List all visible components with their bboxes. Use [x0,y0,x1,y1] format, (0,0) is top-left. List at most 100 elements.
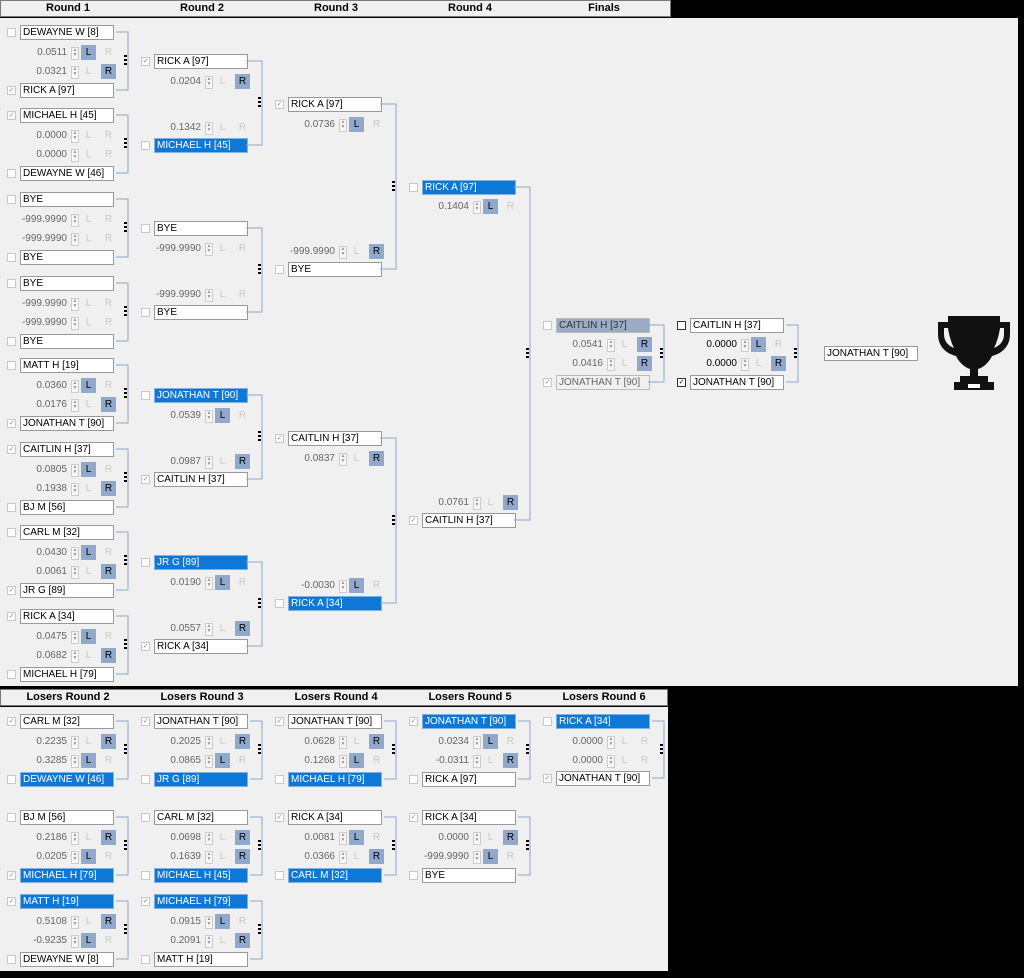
score-spinner[interactable]: ▲▼ [339,755,347,768]
right-pick-button[interactable]: R [104,149,113,160]
score-value-field[interactable]: 0.0000 [706,339,737,350]
right-pick-button[interactable]: R [369,244,384,259]
right-pick-button[interactable]: R [637,356,652,371]
winner-checkbox[interactable] [409,183,418,192]
right-pick-button[interactable]: R [101,648,116,663]
left-pick-button[interactable]: L [483,199,498,214]
score-spinner[interactable]: ▲▼ [205,289,213,302]
team-name-field[interactable]: MICHAEL H [79] [154,894,248,909]
left-pick-button[interactable]: L [483,849,498,864]
team-name-field[interactable]: JONATHAN T [90] [422,714,516,729]
match-menu-icon[interactable] [391,514,395,527]
score-value-field[interactable]: 0.0805 [36,464,67,475]
left-pick-button[interactable]: L [85,399,92,410]
right-pick-button[interactable]: R [238,122,247,133]
left-pick-button[interactable]: L [353,851,360,862]
winner-checkbox[interactable] [7,253,16,262]
winner-checkbox[interactable]: ✓ [141,897,150,906]
team-name-field[interactable]: MATT H [19] [20,358,114,373]
team-name-field[interactable]: RICK A [34] [154,639,248,654]
match-menu-icon[interactable] [391,744,395,756]
right-pick-button[interactable]: R [235,621,250,636]
left-pick-button[interactable]: L [219,122,226,133]
left-pick-button[interactable]: L [487,497,494,508]
team-name-field[interactable]: BYE [288,262,382,277]
left-pick-button[interactable]: L [483,734,498,749]
right-pick-button[interactable]: R [372,119,381,130]
match-menu-icon[interactable] [391,840,395,852]
score-spinner[interactable]: ▲▼ [339,453,347,466]
score-spinner[interactable]: ▲▼ [339,246,347,259]
score-value-field[interactable]: 0.2025 [170,736,201,747]
left-pick-button[interactable]: L [621,339,628,350]
team-name-field[interactable]: BYE [154,305,248,320]
team-name-field[interactable]: JR G [89] [154,555,248,570]
score-spinner[interactable]: ▲▼ [205,832,213,845]
winner-checkbox[interactable]: ✓ [275,434,284,443]
left-pick-button[interactable]: L [215,408,230,423]
left-pick-button[interactable]: L [81,462,96,477]
right-pick-button[interactable]: R [637,337,652,352]
score-spinner[interactable]: ▲▼ [71,916,79,929]
left-pick-button[interactable]: L [85,149,92,160]
left-pick-button[interactable]: L [85,66,92,77]
team-name-field[interactable]: MATT H [19] [20,894,114,909]
match-menu-icon[interactable] [123,555,127,567]
team-name-field[interactable]: JONATHAN T [90] [690,375,784,390]
right-pick-button[interactable]: R [503,753,518,768]
winner-checkbox[interactable] [677,321,686,330]
score-value-field[interactable]: -999.9990 [423,851,469,862]
left-pick-button[interactable]: L [349,117,364,132]
score-value-field[interactable]: 0.5108 [36,916,67,927]
score-spinner[interactable]: ▲▼ [339,832,347,845]
right-pick-button[interactable]: R [235,454,250,469]
team-name-field[interactable]: DEWAYNE W [8] [20,25,114,40]
team-name-field[interactable]: CARL M [32] [20,714,114,729]
score-spinner[interactable]: ▲▼ [473,851,481,864]
winner-checkbox[interactable] [141,813,150,822]
team-name-field[interactable]: JONATHAN T [90] [556,375,650,390]
score-spinner[interactable]: ▲▼ [71,566,79,579]
left-pick-button[interactable]: L [353,246,360,257]
team-name-field[interactable]: CAITLIN H [37] [20,442,114,457]
left-pick-button[interactable]: L [755,358,762,369]
left-pick-button[interactable]: L [219,851,226,862]
score-spinner[interactable]: ▲▼ [339,580,347,593]
score-spinner[interactable]: ▲▼ [71,464,79,477]
score-spinner[interactable]: ▲▼ [473,497,481,510]
score-spinner[interactable]: ▲▼ [607,736,615,749]
team-name-field[interactable]: BYE [154,221,248,236]
left-pick-button[interactable]: L [219,76,226,87]
left-pick-button[interactable]: L [621,755,628,766]
score-spinner[interactable]: ▲▼ [205,122,213,135]
score-value-field[interactable]: -999.9990 [155,289,201,300]
score-spinner[interactable]: ▲▼ [71,380,79,393]
winner-checkbox[interactable]: ✓ [543,378,552,387]
right-pick-button[interactable]: R [104,298,113,309]
right-pick-button[interactable]: R [104,317,113,328]
right-pick-button[interactable]: R [372,580,381,591]
team-name-field[interactable]: DEWAYNE W [46] [20,166,114,181]
team-name-field[interactable]: BYE [422,868,516,883]
score-value-field[interactable]: 0.2091 [170,935,201,946]
team-name-field[interactable]: JONATHAN T [90] [288,714,382,729]
right-pick-button[interactable]: R [369,734,384,749]
left-pick-button[interactable]: L [81,545,96,560]
match-menu-icon[interactable] [257,744,261,756]
winner-checkbox[interactable] [7,528,16,537]
winner-checkbox[interactable]: ✓ [141,57,150,66]
left-pick-button[interactable]: L [81,753,96,768]
score-spinner[interactable]: ▲▼ [71,66,79,79]
score-value-field[interactable]: 0.0475 [36,631,67,642]
winner-checkbox[interactable]: ✓ [677,378,686,387]
score-spinner[interactable]: ▲▼ [71,47,79,60]
left-pick-button[interactable]: L [219,935,226,946]
team-name-field[interactable]: CARL M [32] [288,868,382,883]
right-pick-button[interactable]: R [101,64,116,79]
score-value-field[interactable]: 0.0541 [572,339,603,350]
right-pick-button[interactable]: R [104,547,113,558]
match-menu-icon[interactable] [525,744,529,756]
right-pick-button[interactable]: R [238,410,247,421]
team-name-field[interactable]: RICK A [34] [288,810,382,825]
left-pick-button[interactable]: L [487,832,494,843]
